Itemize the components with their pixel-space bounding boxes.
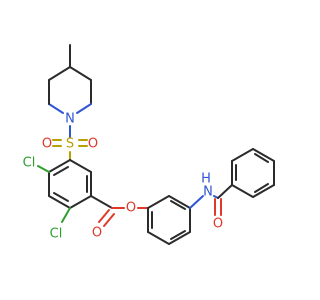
atom-o-ester-carbonyl: O: [92, 226, 102, 241]
ring-b-bond-2: [168, 195, 191, 209]
atom-cl-upper: Cl: [23, 156, 36, 171]
atom-o-ester-link: O: [126, 201, 136, 216]
bond-pip-1: [69, 66, 92, 81]
molecule-structure-diagram: N S O O Cl Cl O O N H O: [23, 44, 275, 245]
atom-n-amide: N: [203, 185, 213, 200]
atom-o-amide: O: [213, 217, 223, 232]
bond-ring-nh: [189, 195, 204, 209]
ring-b-double-2: [170, 230, 186, 240]
central-phenyl-ring: [147, 195, 191, 245]
bond-carbonyl-b: [103, 213, 115, 227]
atom-cl-lower: Cl: [50, 227, 63, 242]
ring-c-bond-2: [231, 148, 254, 162]
ring-c-double-3: [254, 183, 269, 193]
ring-a-bond-4: [48, 195, 71, 209]
ring-a-bond-3: [69, 195, 92, 209]
bond-carbonyl-ring: [217, 184, 233, 199]
ring-a-bond-6: [48, 159, 71, 173]
methylpiperidine-group: [48, 44, 92, 138]
ester-group: [90, 195, 149, 227]
atom-n-piperidine: N: [65, 112, 75, 127]
bond-cl-upper: [37, 165, 50, 173]
atom-h-amide: H: [201, 172, 211, 187]
ring-c-double-2: [254, 153, 269, 163]
atom-o-sulfonyl-right: O: [88, 137, 98, 152]
ring-a-bond-1: [69, 159, 92, 173]
atom-s-sulfonyl: S: [66, 137, 74, 152]
bond-pip-3: [76, 103, 92, 114]
ring-c-bond-3: [252, 148, 275, 162]
amide-group: [189, 184, 233, 216]
bond-pip-6: [48, 66, 71, 81]
ring-b-double-1: [170, 200, 186, 210]
bond-pip-4: [48, 103, 64, 114]
ring-b-bond-1: [147, 195, 170, 209]
ring-a-double-2: [53, 192, 69, 202]
sulfonyl-group: [52, 139, 88, 161]
ring-a-double-3: [53, 166, 69, 176]
dichlorophenyl-ring: [37, 159, 92, 223]
bond-cl-lower: [61, 207, 71, 223]
terminal-phenyl-ring: [231, 148, 275, 198]
bond-ring-carbonyl: [90, 195, 113, 209]
atom-o-sulfonyl-left: O: [42, 137, 52, 152]
ring-c-bond-6: [231, 184, 254, 198]
ring-c-bond-5: [252, 184, 275, 198]
bond-carbonyl-a: [98, 209, 110, 223]
ring-b-bond-4: [168, 231, 191, 245]
ring-b-bond-5: [147, 231, 170, 245]
